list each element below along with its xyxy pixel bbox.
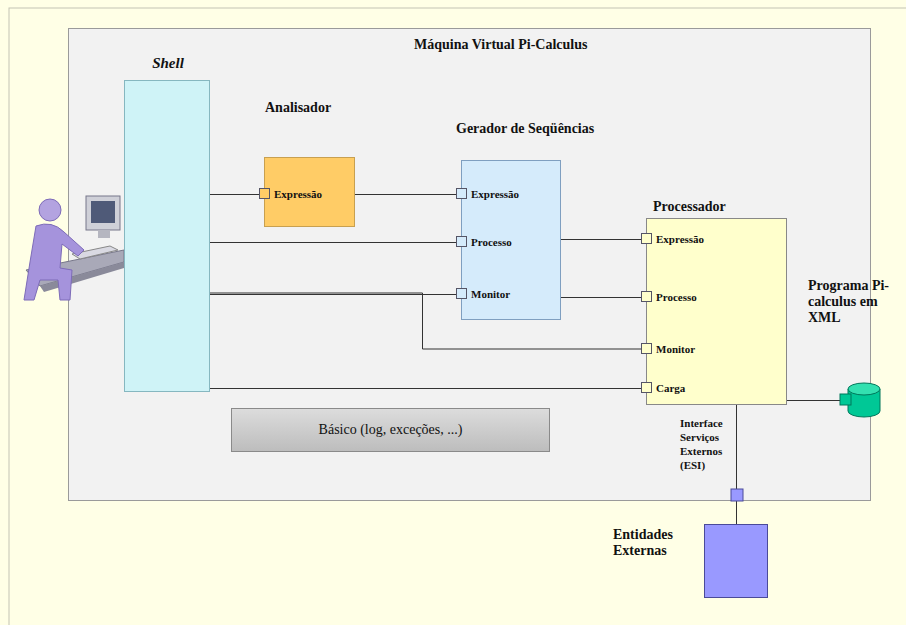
connector-line: [736, 405, 737, 524]
component-box: AnalisadorExpressão: [264, 157, 355, 227]
port-label: Carga: [656, 382, 685, 394]
component-box: Entidades Externas: [704, 524, 768, 598]
connector-line: [210, 294, 456, 295]
component-box: ProcessadorExpressãoProcessoMonitorCarga: [646, 218, 787, 405]
port-label: Expressão: [274, 188, 322, 200]
connector-line: [210, 242, 456, 243]
port-square: [456, 188, 467, 199]
component-title: Entidades Externas: [613, 527, 693, 559]
port-label: Processo: [656, 291, 697, 303]
component-title: Processador: [653, 199, 726, 215]
port-square: [641, 233, 652, 244]
page-frame: [9, 8, 906, 625]
port: Monitor: [641, 343, 695, 355]
port: Expressão: [456, 188, 519, 200]
port-label: Processo: [471, 236, 512, 248]
connector-line: [561, 297, 641, 298]
vm-region: [69, 29, 871, 501]
port: Expressão: [641, 233, 704, 245]
component-box: Shell: [124, 80, 210, 392]
connector-line: [210, 194, 259, 195]
connector-line: [787, 400, 846, 401]
component-title: Gerador de Seqüências: [456, 121, 594, 137]
base-label: Básico (log, exceções, ...): [319, 422, 463, 438]
port: Monitor: [456, 288, 510, 300]
component-title: Analisador: [265, 100, 331, 116]
esi-port: [731, 489, 743, 501]
storage-cylinder: Programa Pi-calculus em XML: [846, 382, 882, 418]
component-box: Gerador de SeqüênciasExpressãoProcessoMo…: [461, 160, 561, 320]
component-title: Programa Pi-calculus em XML: [808, 278, 892, 326]
connector-line: [561, 239, 641, 240]
port: Carga: [641, 382, 685, 394]
vm-region-box: Máquina Virtual Pi-CalculusShellAnalisad…: [68, 28, 870, 500]
port: Processo: [456, 236, 512, 248]
user-icon: [24, 196, 124, 300]
port-square: [641, 343, 652, 354]
port: Processo: [641, 291, 697, 303]
component-title: Shell: [125, 55, 211, 71]
interface-label: Interface Serviços Externos (ESI): [680, 416, 732, 472]
port-square: [456, 236, 467, 247]
port-square: [259, 188, 270, 199]
connector-line: [210, 293, 641, 349]
port-label: Monitor: [471, 288, 510, 300]
port-label: Monitor: [656, 343, 695, 355]
port: Expressão: [259, 188, 322, 200]
base-box: Básico (log, exceções, ...): [231, 408, 550, 452]
port-square: [641, 382, 652, 393]
port-label: Expressão: [656, 233, 704, 245]
port-label: Expressão: [471, 188, 519, 200]
connector-line: [210, 388, 641, 389]
port-square: [456, 288, 467, 299]
port-square: [641, 291, 652, 302]
connector-line: [355, 194, 456, 195]
cylinder-shape: [846, 382, 882, 418]
region-title: Máquina Virtual Pi-Calculus: [414, 37, 587, 53]
